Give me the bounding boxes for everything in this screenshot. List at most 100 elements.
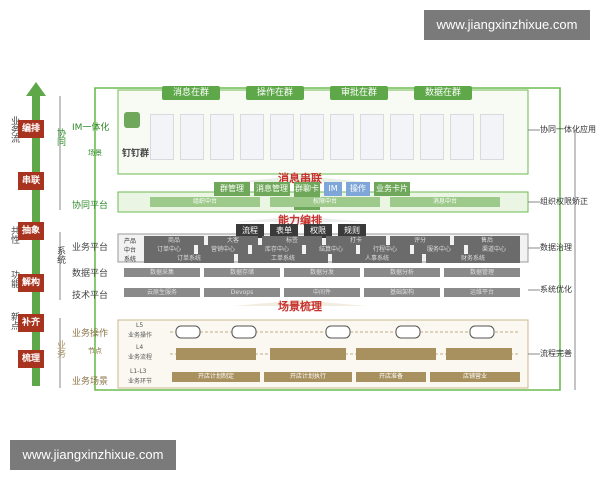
biz-row3-label: 系统	[124, 256, 137, 263]
collab-perm: 权限中台	[270, 197, 380, 207]
cap-form: 表单	[270, 224, 298, 238]
data-bar-cell: 数据分发	[284, 268, 360, 277]
data-bar-cell: 数据存储	[204, 268, 280, 277]
cap-perm: 权限	[304, 224, 332, 238]
collab-platform-label: 协同平台	[72, 201, 109, 211]
left-label-function: 功能	[9, 270, 19, 288]
tab-abstract[interactable]: 抽象	[18, 222, 44, 240]
group-business: 业务	[55, 340, 65, 358]
level-l4-sub: 业务流程	[128, 354, 153, 361]
message-section-title: 消息串联	[278, 172, 322, 185]
link-node-label: 节点	[88, 347, 102, 355]
phone-screen	[420, 114, 444, 160]
scene-section-title: 场景梳理	[278, 300, 322, 313]
biz-cell: 商品	[144, 236, 204, 245]
tech-bar-cell: 运维平台	[444, 288, 520, 297]
left-label-new: 新点	[9, 312, 19, 330]
biz-cell: 售后	[454, 236, 520, 245]
tab-op-in-group[interactable]: 操作在群	[246, 86, 304, 100]
left-label-common: 共性	[9, 226, 19, 244]
group-collab: 协同	[55, 128, 65, 146]
biz-cell: 人事系统	[332, 254, 422, 263]
collab-org: 组织中台	[150, 197, 260, 207]
data-bar-cell: 数据管理	[444, 268, 520, 277]
business-ops-label: 业务操作	[72, 329, 109, 339]
level-l1-sub: 业务环节	[128, 378, 153, 385]
collab-msg: 消息中台	[390, 197, 500, 207]
group-system: 系统	[55, 246, 65, 264]
biz-cell: 工单系统	[238, 254, 328, 263]
pill-biz-card: 业务卡片	[374, 182, 410, 196]
scene-step: 开店计划制定	[172, 372, 260, 382]
data-platform-label: 数据平台	[72, 269, 109, 279]
biz-cell: 结算中心	[306, 245, 356, 254]
scene-step: 开店计划执行	[264, 372, 352, 382]
phone-screen	[210, 114, 234, 160]
data-bar-cell: 数据采集	[124, 268, 200, 277]
pill-msg-mgmt: 消息管理	[254, 182, 290, 196]
tab-approve-in-group[interactable]: 审批在群	[330, 86, 388, 100]
right-label-org: 组织权限矫正	[540, 197, 588, 206]
biz-cell: 服务中心	[414, 245, 464, 254]
phone-screen	[360, 114, 384, 160]
data-bar-cell: 数据分析	[364, 268, 440, 277]
biz-cell: 订单系统	[144, 254, 234, 263]
biz-row2-label: 中台	[124, 247, 137, 254]
tech-bar-cell: 基础架构	[364, 288, 440, 297]
phone-screen	[180, 114, 204, 160]
tech-bar-cell: 云原生服务	[124, 288, 200, 297]
phone-screen	[240, 114, 264, 160]
biz-cell: 库存中心	[252, 245, 302, 254]
im-label: IM一体化	[72, 123, 110, 133]
biz-cell: 打卡	[326, 236, 386, 245]
biz-cell: 评分	[390, 236, 450, 245]
im-sub: 场景	[88, 149, 102, 157]
dingtalk-icon	[124, 112, 140, 128]
tech-bar-cell: Devops	[204, 288, 280, 297]
phone-screen	[270, 114, 294, 160]
phone-screen	[480, 114, 504, 160]
biz-cell: 行程中心	[360, 245, 410, 254]
right-label-process: 流程完善	[540, 349, 572, 358]
level-l5: L5	[136, 322, 144, 329]
cap-rule: 规则	[338, 224, 366, 238]
biz-cell: 渠道中心	[468, 245, 520, 254]
tab-data-in-group[interactable]: 数据在群	[414, 86, 472, 100]
right-label-collab: 协同一体化应用	[540, 125, 596, 134]
pill-im: IM	[324, 182, 342, 196]
tab-complement[interactable]: 补齐	[18, 314, 44, 332]
phone-screen	[150, 114, 174, 160]
level-l4: L4	[136, 344, 144, 351]
level-l1: L1-L3	[130, 368, 147, 375]
watermark-top: www.jiangxinzhixue.com	[424, 10, 590, 40]
phone-screen	[330, 114, 354, 160]
phone-screen	[390, 114, 414, 160]
left-label-flow: 业务流	[9, 116, 19, 143]
biz-cell: 订单中心	[144, 245, 194, 254]
tab-deconstruct[interactable]: 解构	[18, 274, 44, 292]
tab-connect[interactable]: 串联	[18, 172, 44, 190]
scene-step: 开店准备	[356, 372, 426, 382]
tab-edit[interactable]: 编排	[18, 120, 44, 138]
dingtalk-group: 钉钉群	[122, 149, 150, 159]
level-l5-sub: 业务操作	[128, 332, 153, 339]
right-label-data: 数据治理	[540, 243, 572, 252]
pill-operate: 操作	[346, 182, 370, 196]
tab-sort[interactable]: 梳理	[18, 350, 44, 368]
tech-bar-cell: 中间件	[284, 288, 360, 297]
capability-section-title: 能力编排	[278, 214, 322, 227]
biz-row1-label: 产品	[124, 238, 137, 245]
watermark-bottom: www.jiangxinzhixue.com	[10, 440, 176, 470]
biz-cell: 营销中心	[198, 245, 248, 254]
biz-cell: 标签	[262, 236, 322, 245]
tab-msg-in-group[interactable]: 消息在群	[162, 86, 220, 100]
business-scene-label: 业务场景	[72, 377, 109, 387]
business-platform-label: 业务平台	[72, 243, 109, 253]
pill-group-mgmt: 群管理	[214, 182, 250, 196]
right-label-system: 系统优化	[540, 285, 572, 294]
biz-cell: 大客	[208, 236, 258, 245]
tech-platform-label: 技术平台	[72, 291, 109, 301]
phone-screen	[450, 114, 474, 160]
phone-screen	[300, 114, 324, 160]
scene-step: 店铺营业	[430, 372, 520, 382]
